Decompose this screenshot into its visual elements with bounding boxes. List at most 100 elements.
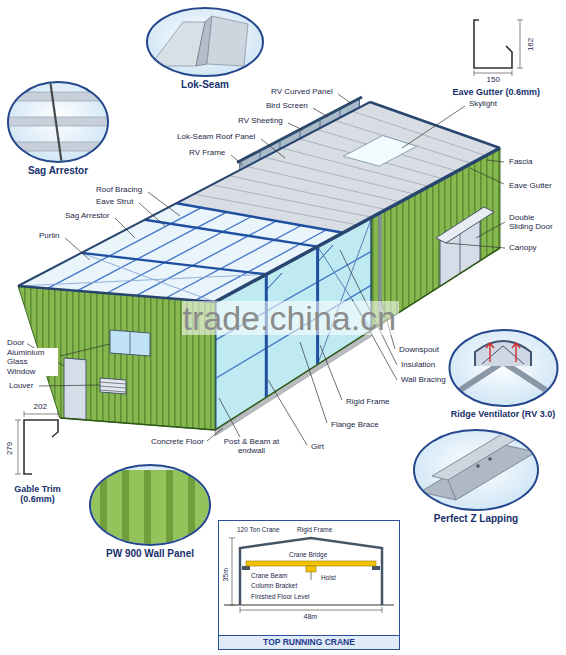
column-bracket [242, 566, 250, 570]
detail-callout: Sag Arrestor [5, 79, 111, 180]
label-holder: Wall Bracing [400, 375, 448, 384]
callout-outline [449, 330, 557, 406]
label-holder: Post & Beam at endwall [221, 437, 283, 455]
label-holder: 120 Ton Crane [236, 526, 282, 533]
label-holder: Insulation [400, 360, 438, 369]
part-label: Finished Floor Level [250, 593, 312, 600]
label-holder: Concrete Floor [150, 437, 206, 446]
label-holder: trade.china.cn [182, 301, 399, 335]
ridge-vent-drawing [445, 341, 561, 400]
wall-base [60, 248, 500, 430]
part-label: Hoist [320, 574, 338, 581]
part-label: RV Curved Panel [270, 87, 335, 96]
part-label: Insulation [400, 360, 438, 369]
part-label: Concrete Floor [150, 437, 206, 446]
panel [207, 16, 248, 66]
part-label: Sag Arrestor [64, 211, 112, 220]
label-holder: 48m [303, 613, 320, 621]
callout-caption: Lok-Seam [179, 79, 231, 91]
label-holder: 279 [4, 440, 13, 457]
label-holder: Lok-Seam Roof Panel [176, 132, 258, 141]
part-label: Wall Bracing [400, 375, 448, 384]
label-holder: Rigid Frame [296, 526, 335, 533]
label-holder: Crane Bridge [288, 551, 330, 558]
dimension-lines [474, 20, 523, 76]
bubble-fill [449, 330, 557, 406]
hook [311, 572, 312, 580]
part-label: Bird Screen [265, 101, 310, 110]
part-label: Eave Gutter [508, 181, 554, 190]
dimension: 202 [33, 402, 50, 411]
part-label: Double Sliding Door [508, 213, 560, 231]
bubble-fill [147, 8, 263, 76]
part-label: RV Frame [188, 148, 228, 157]
dimension: 162 [525, 36, 534, 53]
eave-gutter-profile [474, 20, 512, 68]
part-label: RV Sheeting [237, 116, 285, 125]
part-label: Girt [310, 442, 326, 451]
label-holder: Downspout [398, 345, 442, 354]
part-label: Roof Bracing [95, 185, 145, 194]
glass-window [110, 330, 150, 356]
panel [88, 470, 214, 550]
column-bracket [372, 566, 380, 570]
part-label: Lok-Seam Roof Panel [176, 132, 258, 141]
part-label: Skylight [468, 99, 500, 108]
vent-frame [482, 346, 524, 364]
part-label: Flange Brace [330, 420, 381, 429]
wall-panel-drawing [88, 470, 214, 550]
part-label: Louver [8, 381, 36, 390]
detail-callout: PW 900 Wall Panel [87, 462, 213, 563]
label-holder: 35m [222, 565, 230, 582]
label-holder: Eave Gutter (0.6mm) [452, 87, 543, 97]
label-holder: Canopy [508, 243, 539, 252]
part-label: Eave Strut [95, 197, 136, 206]
label-holder: 150 [486, 75, 503, 84]
label-holder: Gable Trim (0.6mm) [7, 484, 69, 505]
bolt [476, 464, 480, 468]
label-holder: Skylight [468, 99, 500, 108]
callout-outline [90, 465, 210, 545]
floor-line [224, 605, 394, 606]
label-holder: Finished Floor Level [250, 593, 312, 600]
callout-outline [414, 430, 538, 510]
detail-callout: Lok-Seam [144, 5, 266, 94]
label-holder: Eave Strut [95, 197, 136, 206]
lok-seam-drawing [150, 16, 248, 66]
callout-outline [8, 82, 108, 162]
wall-bracing [318, 217, 372, 364]
dimension-lines [229, 538, 382, 613]
dimension: 150 [486, 75, 503, 84]
label-holder: Bird Screen [265, 101, 310, 110]
door-split [460, 229, 461, 274]
dimension-lines [15, 411, 58, 474]
detail-callout: Perfect Z Lapping [411, 427, 541, 528]
label-holder: 162 [525, 36, 534, 53]
label-holder: 202 [33, 402, 50, 411]
crane-panel: TOP RUNNING CRANE [218, 520, 400, 650]
label-holder: Column Bracket [250, 582, 300, 589]
rigid-frame [240, 538, 382, 605]
airflow-arrows [486, 343, 520, 362]
label-holder: Rigid Frame [345, 397, 392, 406]
dimension: 279 [4, 440, 13, 457]
part-label: Aluminium Glass Window [6, 348, 58, 376]
crane-drawing [218, 520, 400, 650]
part-label: Door [6, 338, 27, 347]
part-label: 120 Ton Crane [236, 526, 282, 533]
part-label: Fascia [508, 157, 535, 166]
bubble-fill [414, 430, 538, 510]
part-label: Downspout [398, 345, 442, 354]
canopy [436, 207, 494, 243]
label-holder: Girt [310, 442, 326, 451]
z-purlin [432, 428, 528, 480]
label-holder: RV Frame [188, 148, 228, 157]
callout-caption: Sag Arrestor [26, 165, 90, 177]
part-label: Column Bracket [250, 582, 300, 589]
label-holder: RV Sheeting [237, 116, 285, 125]
label-holder: Flange Brace [330, 420, 381, 429]
callout-caption: TOP RUNNING CRANE [219, 635, 399, 649]
label-holder: Louver [8, 381, 36, 390]
